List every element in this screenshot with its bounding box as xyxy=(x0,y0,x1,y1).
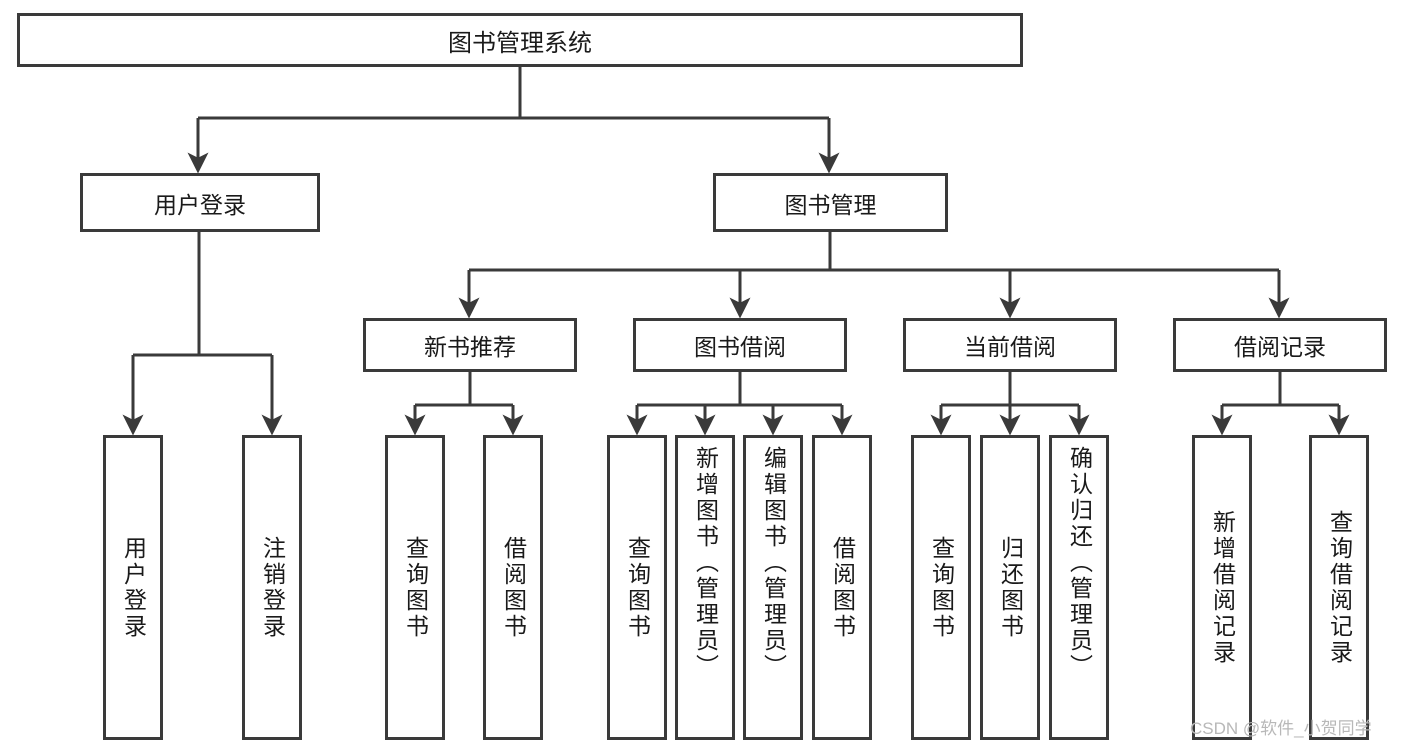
leaf-add-book-admin[interactable]: 新增图书（管理员） xyxy=(675,435,735,740)
leaf-query-book-1[interactable]: 查询图书 xyxy=(385,435,445,740)
leaf-query-borrow-record-label: 查询借阅记录 xyxy=(1326,509,1353,666)
leaf-borrow-book-1-label: 借阅图书 xyxy=(500,535,527,640)
node-root[interactable]: 图书管理系统 xyxy=(17,13,1023,67)
node-borrow-record-label: 借阅记录 xyxy=(1234,334,1326,360)
leaf-return-book[interactable]: 归还图书 xyxy=(980,435,1040,740)
leaf-logout-label: 注销登录 xyxy=(259,535,286,640)
node-current-borrow-label: 当前借阅 xyxy=(964,334,1056,360)
leaf-add-borrow-record[interactable]: 新增借阅记录 xyxy=(1192,435,1252,740)
leaf-user-login-label: 用户登录 xyxy=(120,535,147,640)
leaf-edit-book-admin[interactable]: 编辑图书（管理员） xyxy=(743,435,803,740)
leaf-add-book-admin-label: 新增图书（管理员） xyxy=(692,446,719,680)
leaf-query-book-1-label: 查询图书 xyxy=(402,535,429,640)
leaf-edit-book-admin-label: 编辑图书（管理员） xyxy=(760,446,787,680)
node-new-book-recommend-label: 新书推荐 xyxy=(424,334,516,360)
node-current-borrow[interactable]: 当前借阅 xyxy=(903,318,1117,372)
node-user-login[interactable]: 用户登录 xyxy=(80,173,320,232)
node-book-management-label: 图书管理 xyxy=(784,191,877,218)
leaf-add-borrow-record-label: 新增借阅记录 xyxy=(1209,509,1236,666)
node-root-label: 图书管理系统 xyxy=(448,29,592,57)
leaf-confirm-return-admin[interactable]: 确认归还（管理员） xyxy=(1049,435,1109,740)
leaf-query-book-2[interactable]: 查询图书 xyxy=(607,435,667,740)
node-book-borrow-label: 图书借阅 xyxy=(694,334,786,360)
leaf-return-book-label: 归还图书 xyxy=(997,535,1024,640)
watermark: CSDN @软件_小贺同学 xyxy=(1190,719,1372,738)
leaf-query-book-3-label: 查询图书 xyxy=(928,535,955,640)
leaf-query-borrow-record[interactable]: 查询借阅记录 xyxy=(1309,435,1369,740)
node-borrow-record[interactable]: 借阅记录 xyxy=(1173,318,1387,372)
leaf-logout[interactable]: 注销登录 xyxy=(242,435,302,740)
leaf-confirm-return-admin-label: 确认归还（管理员） xyxy=(1066,446,1093,680)
leaf-user-login[interactable]: 用户登录 xyxy=(103,435,163,740)
node-book-management[interactable]: 图书管理 xyxy=(713,173,948,232)
leaf-query-book-3[interactable]: 查询图书 xyxy=(911,435,971,740)
node-user-login-label: 用户登录 xyxy=(154,191,246,218)
leaf-borrow-book-2-label: 借阅图书 xyxy=(829,535,856,640)
node-new-book-recommend[interactable]: 新书推荐 xyxy=(363,318,577,372)
node-book-borrow[interactable]: 图书借阅 xyxy=(633,318,847,372)
leaf-borrow-book-2[interactable]: 借阅图书 xyxy=(812,435,872,740)
leaf-borrow-book-1[interactable]: 借阅图书 xyxy=(483,435,543,740)
leaf-query-book-2-label: 查询图书 xyxy=(624,535,651,640)
